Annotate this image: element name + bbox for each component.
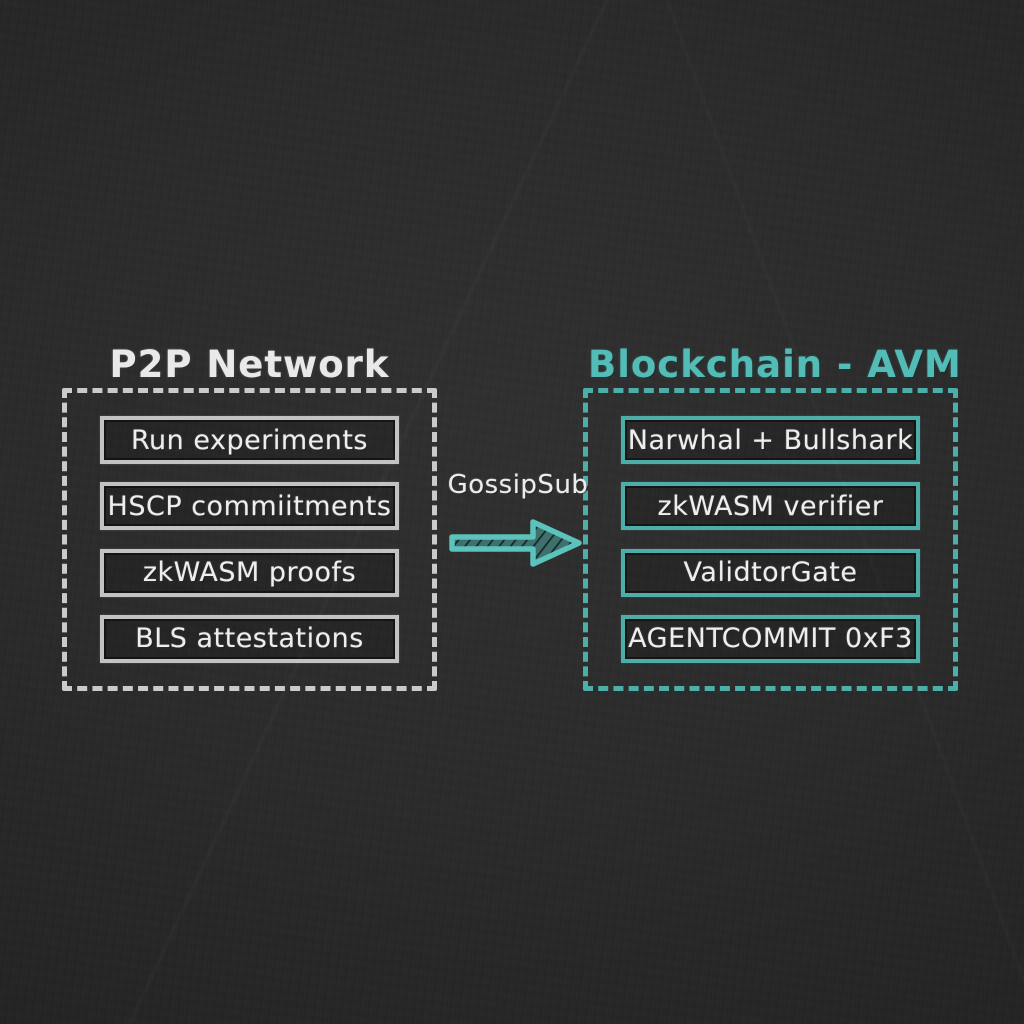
p2p-item-run-experiments: Run experiments [100, 416, 399, 464]
blockchain-avm-title: Blockchain - AVM [588, 343, 962, 386]
p2p-item-hscp-commitments: HSCP commiitments [100, 482, 399, 531]
p2p-item-bls-attestations: BLS attestations [100, 614, 399, 663]
avm-item-narwhal-bullshark: Narwhal + Bullshark [621, 416, 920, 464]
p2p-item-zkwasm-proofs: zkWASM proofs [100, 548, 399, 597]
p2p-network-panel: P2P Network Run experiments HSCP commiit… [62, 343, 437, 691]
p2p-network-title: P2P Network [109, 343, 390, 386]
avm-item-zkwasm-verifier: zkWASM verifier [621, 482, 920, 531]
avm-item-agentcommit: AGENTCOMMIT 0xF3 [621, 614, 920, 663]
avm-item-validtorgate: ValidtorGate [621, 548, 920, 597]
arrow-right-icon [445, 512, 587, 574]
blockchain-avm-panel: Blockchain - AVM Narwhal + Bullshark zkW… [583, 343, 961, 691]
gossipsub-label: GossipSub [447, 470, 589, 500]
